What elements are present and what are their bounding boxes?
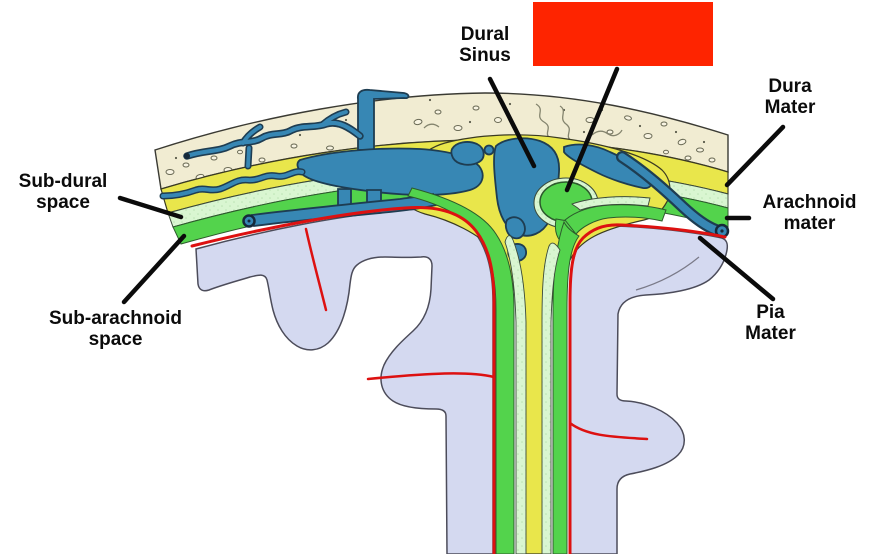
label-arachnoid-mater: Arachnoid mater	[762, 192, 857, 234]
leader-lines	[117, 66, 786, 305]
vein-cross-sections	[242, 214, 730, 239]
diploic-veins	[183, 108, 364, 170]
cortical-vessel	[568, 421, 649, 441]
dura-mater-leader-line	[724, 124, 786, 188]
label-dural-sinus: Dural Sinus	[459, 24, 511, 66]
pia-mater-leader-line	[697, 235, 776, 302]
brain-left-hemisphere	[195, 208, 494, 554]
sinus-right-lobe	[563, 143, 653, 190]
falx-arachnoid-strips	[504, 196, 651, 554]
brain-tissue	[195, 208, 729, 554]
pia-mater-line-left	[190, 205, 496, 554]
label-sub-dural-space: Sub-dural space	[18, 171, 108, 213]
bridging-vein	[616, 151, 722, 236]
redaction-box	[533, 2, 713, 66]
sinus-lower-pocket	[504, 216, 526, 240]
emissary-vein	[357, 88, 410, 151]
sinus-side-pocket	[483, 144, 495, 156]
right-hemisphere-sulcus	[635, 256, 700, 291]
pia-mater-lines	[190, 205, 727, 554]
meningeal-vein-wavy	[159, 168, 306, 200]
label-pia-mater: Pia Mater	[745, 302, 796, 344]
brain-right-hemisphere	[569, 225, 729, 554]
sub-dural-leader-line	[117, 195, 184, 220]
sub-arachnoid-leader-line	[121, 233, 187, 305]
label-sub-arachnoid-space: Sub-arachnoid space	[48, 308, 182, 350]
dural-sinus-leader-line	[487, 76, 537, 169]
skull-suture-squiggles	[423, 103, 623, 142]
cortical-vessel	[304, 227, 328, 312]
pia-mater-line-right	[568, 223, 727, 554]
sinus-side-pocket	[450, 141, 485, 166]
label-dura-mater: Dura Mater	[764, 76, 816, 118]
redaction-leader-line	[564, 66, 620, 193]
cortical-vessel	[366, 372, 496, 381]
